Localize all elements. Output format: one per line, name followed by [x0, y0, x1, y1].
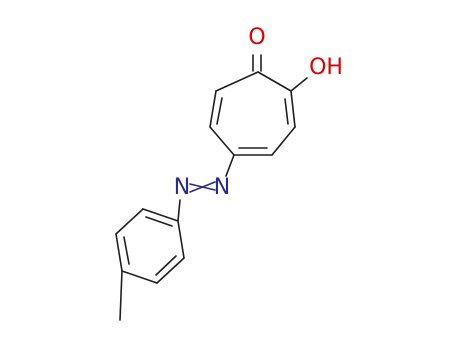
bond-c6-c7	[209, 90, 217, 128]
double-bond-b2-b3	[155, 255, 177, 276]
bond-c5-c6	[209, 126, 235, 156]
carbonyl-group: O	[248, 25, 266, 72]
bond-n1-to-benzene	[177, 199, 181, 222]
bond-b1-b2	[177, 220, 185, 259]
azo-nitrogen-1-label: N	[174, 175, 190, 200]
bond-b2-b3	[156, 257, 185, 284]
azo-group: N N	[174, 154, 235, 222]
bond-c1-c2	[257, 71, 292, 92]
double-bond-c6-c7	[216, 97, 223, 125]
benzene-ring	[115, 208, 185, 284]
carbonyl-oxygen-label: O	[248, 25, 265, 50]
methyl-bond	[119, 270, 123, 321]
tropolone-ring	[209, 71, 296, 156]
double-bond-b4-b5	[123, 236, 130, 265]
bond-b5-b6	[115, 208, 144, 235]
hydroxyl-group: OH	[290, 55, 343, 92]
bond-b4-b5	[115, 233, 123, 272]
double-bond-c2-c3	[284, 98, 289, 125]
bond-c7-c1	[215, 71, 259, 92]
bond-ring-to-n2	[225, 154, 235, 177]
bond-c2-c3	[290, 90, 296, 128]
bond-b3-b4	[121, 270, 158, 284]
hydroxyl-bond	[290, 77, 308, 92]
azo-nitrogen-2-label: N	[214, 175, 230, 200]
bond-b6-b1	[142, 208, 179, 222]
double-bond-b6-b1	[145, 216, 173, 227]
azo-double-bond-2	[189, 181, 216, 193]
bond-c3-c4	[271, 126, 296, 156]
hydroxyl-label: OH	[309, 55, 343, 80]
